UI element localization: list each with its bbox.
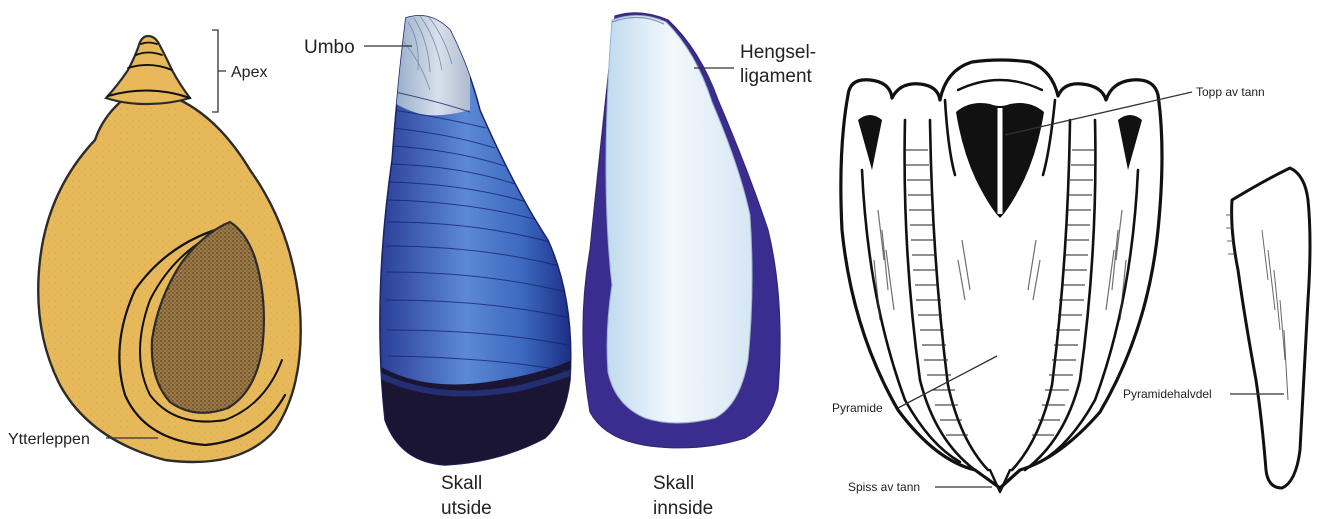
hinge-ligament-label-line2: ligament — [740, 66, 813, 87]
inside-caption-line2: innside — [653, 498, 713, 519]
tooth-top-label: Topp av tann — [1196, 85, 1265, 99]
inner-shell-nacre — [606, 15, 752, 423]
mussel-shell-outside: Umbo Skall utside — [304, 10, 590, 519]
tooth-tip-label: Spiss av tann — [848, 480, 920, 494]
hinge-ligament-label-line1: Hengsel- — [740, 42, 816, 63]
inside-caption-line1: Skall — [653, 473, 694, 494]
lantern-drawing: Topp av tann Pyramide Spiss av tann Pyra… — [832, 60, 1310, 494]
mussel-shell-inside: Hengsel- ligament Skall innside — [583, 13, 816, 519]
umbo-label: Umbo — [304, 37, 355, 58]
snail-shell-drawing: Apex Ytterleppen — [8, 30, 301, 462]
outside-caption-line1: Skall — [441, 473, 482, 494]
pyramid-label: Pyramide — [832, 401, 883, 415]
apex-bracket — [212, 30, 226, 112]
outer-lip-label: Ytterleppen — [8, 431, 90, 448]
half-pyramid-label: Pyramidehalvdel — [1123, 387, 1212, 401]
pyramid-leader — [898, 356, 997, 408]
umbo-region — [390, 10, 470, 115]
apex-label: Apex — [231, 64, 267, 81]
outside-caption-line2: utside — [441, 498, 492, 519]
half-pyramid-outline — [1232, 168, 1310, 488]
